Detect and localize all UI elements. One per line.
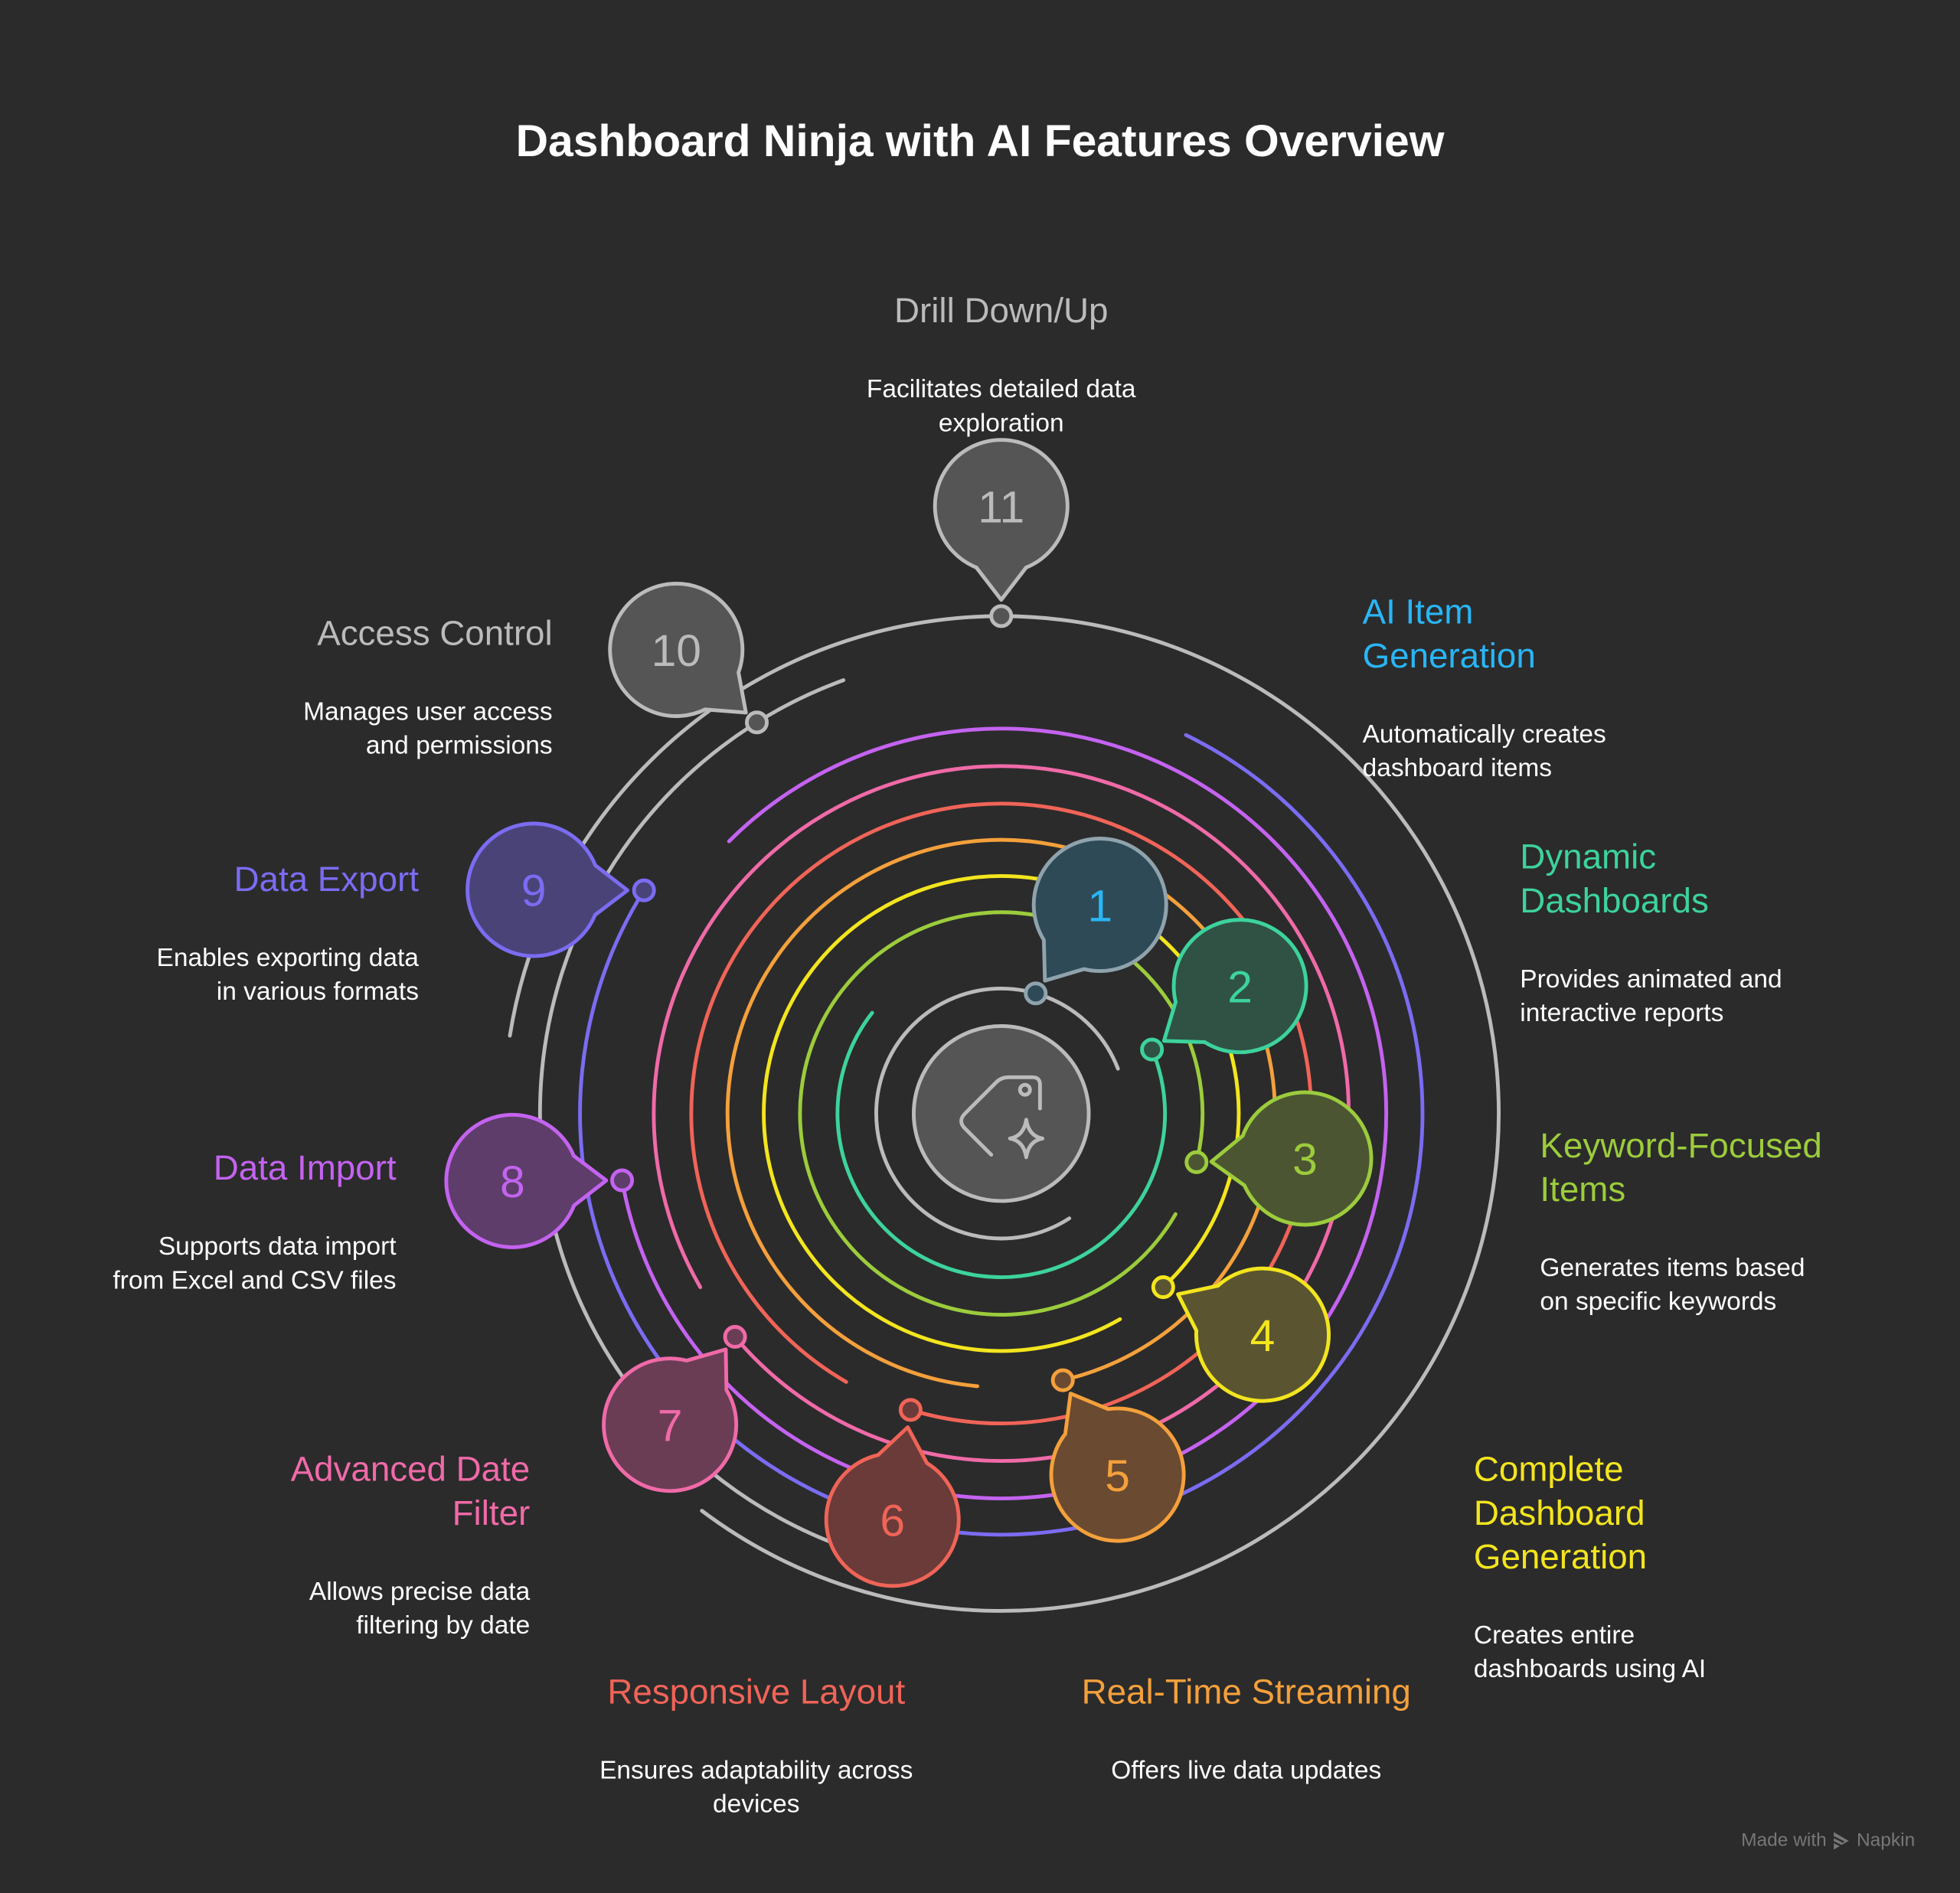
label-complete-dashboard-generation: Complete Dashboard Generation Creates en… (1474, 1425, 1706, 1709)
feature-title: Advanced Date Filter (290, 1449, 531, 1532)
feature-title: Data Export (234, 860, 419, 899)
node-bubble-7[interactable]: 7 (602, 1347, 739, 1493)
made-with-text: Made with (1741, 1829, 1827, 1851)
label-responsive-layout: Responsive Layout Ensures adaptability a… (506, 1647, 1006, 1843)
ring-arc-8 (620, 726, 1389, 1500)
node-number: 9 (521, 867, 547, 916)
node-number: 4 (1250, 1311, 1276, 1361)
feature-title: Access Control (317, 613, 553, 653)
feature-desc: Allows precise data filtering by date (309, 1577, 531, 1640)
node-bubble-8[interactable]: 8 (444, 1112, 609, 1249)
label-dynamic-dashboards: Dynamic Dashboards Provides animated and… (1520, 812, 1782, 1052)
feature-desc: Manages user access and permissions (303, 697, 553, 760)
feature-desc: Creates entire dashboards using AI (1473, 1620, 1707, 1684)
node-bubble-9[interactable]: 9 (466, 821, 630, 958)
node-number: 10 (652, 626, 701, 676)
label-data-export: Data Export Enables exporting data in va… (157, 835, 419, 1031)
feature-title: Responsive Layout (607, 1672, 906, 1712)
node-number: 6 (880, 1496, 905, 1546)
label-real-time-streaming: Real-Time Streaming Offers live data upd… (996, 1647, 1496, 1810)
label-data-import: Data Import Supports data import from Ex… (113, 1124, 396, 1320)
feature-title: Dynamic Dashboards (1520, 837, 1709, 920)
feature-title: Real-Time Streaming (1081, 1672, 1411, 1712)
node-bubble-10[interactable]: 10 (608, 582, 748, 718)
label-drill-down: Drill Down/Up Facilitates detailed data … (751, 266, 1251, 462)
bubble-shape (1209, 1090, 1374, 1227)
feature-desc: Supports data import from Excel and CSV … (113, 1232, 397, 1295)
bubble-shape (1161, 918, 1308, 1055)
made-with-napkin-footer[interactable]: Made with Napkin (1741, 1829, 1915, 1851)
feature-desc: Provides animated and interactive report… (1520, 964, 1782, 1028)
label-keyword-focused-items: Keyword-Focused Items Generates items ba… (1540, 1101, 1821, 1340)
node-number: 3 (1292, 1135, 1318, 1185)
ring-arc-7 (652, 764, 1351, 1463)
ring-marker-10 (744, 710, 769, 735)
node-bubble-11[interactable]: 11 (933, 438, 1070, 602)
node-number: 11 (978, 482, 1024, 532)
node-number: 5 (1105, 1451, 1130, 1501)
bubble-shape (824, 1425, 961, 1588)
ring-arc-1 (874, 987, 1120, 1241)
ring-marker-9 (632, 878, 656, 902)
napkin-brand-text: Napkin (1856, 1829, 1916, 1851)
ring-marker-2 (1140, 1037, 1165, 1062)
ring-marker-6 (898, 1398, 923, 1422)
bubble-shape (602, 1347, 739, 1493)
bubble-shape (1049, 1392, 1186, 1543)
ring-marker-8 (610, 1168, 635, 1193)
node-number: 2 (1227, 962, 1253, 1012)
node-bubble-6[interactable]: 6 (824, 1425, 961, 1588)
center-hub (912, 1023, 1091, 1203)
node-number: 7 (658, 1401, 683, 1451)
feature-desc: Facilitates detailed data exploration (866, 374, 1136, 438)
node-number: 1 (1087, 881, 1112, 931)
ring-arc-5 (725, 837, 1277, 1389)
feature-desc: Offers live data updates (1111, 1755, 1382, 1785)
feature-desc: Enables exporting data in various format… (156, 943, 419, 1007)
node-bubble-2[interactable]: 2 (1161, 918, 1308, 1055)
bubble-shape (608, 582, 748, 718)
ring-marker-5 (1050, 1368, 1075, 1392)
node-number: 8 (500, 1157, 525, 1207)
bubble-shape (466, 821, 630, 958)
bubble-shape (1176, 1266, 1331, 1403)
ring-marker-4 (1151, 1275, 1175, 1300)
feature-desc: Automatically creates dashboard items (1362, 720, 1606, 783)
node-bubble-1[interactable]: 1 (1031, 837, 1168, 983)
ring-marker-11 (989, 604, 1014, 628)
feature-desc: Ensures adaptability across devices (599, 1755, 913, 1819)
feature-title: Complete Dashboard Generation (1473, 1449, 1648, 1576)
label-ai-item-generation: AI Item Generation Automatically creates… (1363, 567, 1606, 807)
bubble-shape (444, 1112, 609, 1249)
feature-title: Keyword-Focused Items (1540, 1126, 1822, 1209)
label-advanced-date-filter: Advanced Date Filter Allows precise data… (291, 1425, 531, 1664)
label-access-control: Access Control Manages user access and p… (303, 589, 553, 785)
feature-title: Data Import (213, 1148, 397, 1188)
feature-title: AI Item Generation (1362, 592, 1536, 675)
feature-title: Drill Down/Up (894, 291, 1109, 331)
node-bubble-5[interactable]: 5 (1049, 1392, 1186, 1543)
ring-marker-1 (1024, 981, 1048, 1006)
ring-marker-3 (1184, 1150, 1209, 1174)
ai-tag-icon (959, 1075, 1045, 1160)
ring-arc-4 (762, 874, 1241, 1353)
bubble-shape (933, 438, 1070, 602)
ring-arc-3 (798, 910, 1205, 1317)
node-bubble-3[interactable]: 3 (1209, 1090, 1374, 1227)
feature-desc: Generates items based on specific keywor… (1540, 1253, 1805, 1317)
node-bubble-4[interactable]: 4 (1176, 1266, 1331, 1403)
page-title: Dashboard Ninja with AI Features Overvie… (515, 115, 1445, 167)
napkin-logo-icon (1834, 1831, 1850, 1849)
ring-arc-2 (835, 1010, 1168, 1279)
bubble-shape (1031, 837, 1168, 983)
ring-marker-7 (723, 1324, 747, 1349)
